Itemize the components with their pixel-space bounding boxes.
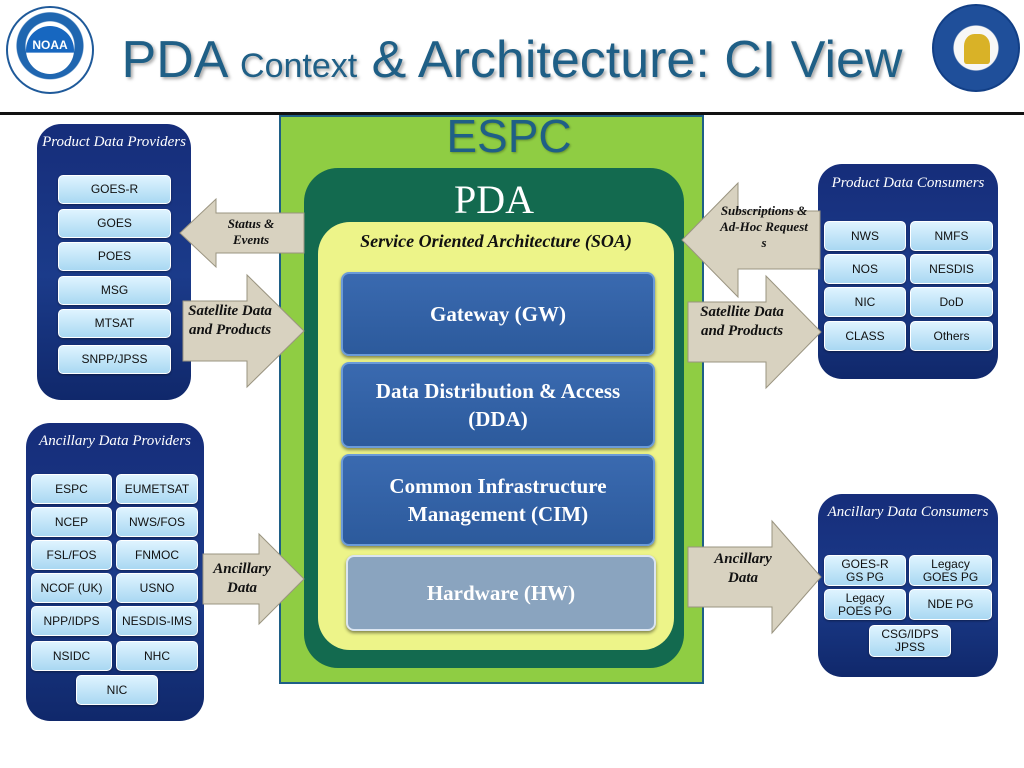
provider-item-poes: POES xyxy=(58,242,171,271)
pda-label: PDA xyxy=(453,177,535,222)
anc-provider-npp-idps: NPP/IDPS xyxy=(31,606,112,636)
consumer-item-dod: DoD xyxy=(910,287,993,317)
ancillary-consumers-title: Ancillary Data Consumers xyxy=(827,504,989,520)
consumer-item-nesdis: NESDIS xyxy=(910,254,993,284)
ancillary-out-arrow xyxy=(687,519,822,635)
provider-item-snpp-jpss: SNPP/JPSS xyxy=(58,345,171,374)
noaa-logo: NOAA xyxy=(6,6,94,94)
ancillary-out-label: Ancillary Data xyxy=(714,551,772,586)
title-part-pda: PDA xyxy=(121,31,241,89)
status-events-arrow xyxy=(179,197,305,269)
anc-provider-nic: NIC xyxy=(76,675,158,705)
title-part-context: Context xyxy=(240,47,358,85)
anc-consumer-legacy-poes-pg: Legacy POES PG xyxy=(824,589,906,620)
ancillary-providers-panel xyxy=(26,423,204,721)
satellite-in-label: Satellite Data and Products xyxy=(188,303,272,338)
anc-provider-usno: USNO xyxy=(116,573,198,603)
satellite-out-label: Satellite Data and Products xyxy=(700,304,784,339)
noaa-logo-text: NOAA xyxy=(32,38,68,52)
anc-provider-fnmoc: FNMOC xyxy=(116,540,198,570)
satellite-out-arrow xyxy=(687,274,822,390)
title-divider xyxy=(0,112,1024,115)
provider-item-goes: GOES xyxy=(58,209,171,238)
anc-provider-nesdis-ims: NESDIS-IMS xyxy=(116,606,198,636)
anc-consumer-nde-pg: NDE PG xyxy=(909,589,992,620)
anc-consumer-legacy-goes-pg: Legacy GOES PG xyxy=(909,555,992,586)
anc-consumer-goes-r-gs-pg: GOES-R GS PG xyxy=(824,555,906,586)
consumer-item-others: Others xyxy=(910,321,993,351)
ancillary-providers-title: Ancillary Data Providers xyxy=(39,433,191,449)
espc-label: ESPC xyxy=(446,110,572,162)
subscriptions-arrow xyxy=(681,181,821,299)
layer-hardware: Hardware (HW) xyxy=(346,555,656,631)
slide-title: PDA Context & Architecture: CI View xyxy=(0,30,1024,96)
product-consumers-title: Product Data Consumers xyxy=(831,175,985,191)
status-events-label: Status & Events xyxy=(227,216,275,247)
noaa-bird-icon xyxy=(26,26,74,74)
provider-item-mtsat: MTSAT xyxy=(58,309,171,338)
anc-consumer-csg-idps-jpss: CSG/IDPS JPSS xyxy=(869,625,951,657)
commerce-seal-logo xyxy=(932,4,1020,92)
layer-gateway: Gateway (GW) xyxy=(341,272,655,356)
anc-provider-nsidc: NSIDC xyxy=(31,641,112,671)
anc-provider-fsl-fos: FSL/FOS xyxy=(31,540,112,570)
anc-provider-ncof-uk: NCOF (UK) xyxy=(31,573,112,603)
anc-provider-eumetsat: EUMETSAT xyxy=(116,474,198,504)
consumer-item-nmfs: NMFS xyxy=(910,221,993,251)
anc-provider-ncep: NCEP xyxy=(31,507,112,537)
title-part-architecture: & Architecture: CI View xyxy=(357,31,903,89)
anc-provider-nhc: NHC xyxy=(116,641,198,671)
subscriptions-label: Subscriptions & Ad-Hoc Requests xyxy=(720,203,808,250)
provider-item-msg: MSG xyxy=(58,276,171,305)
soa-label: Service Oriented Architecture (SOA) xyxy=(360,231,632,251)
layer-data-distribution: Data Distribution & Access (DDA) xyxy=(341,362,655,448)
anc-provider-nws-fos: NWS/FOS xyxy=(116,507,198,537)
consumer-item-class: CLASS xyxy=(824,321,906,351)
anc-provider-espc: ESPC xyxy=(31,474,112,504)
product-providers-title: Product Data Providers xyxy=(42,134,186,150)
layer-common-infrastructure: Common Infrastructure Management (CIM) xyxy=(341,454,655,546)
satellite-in-arrow xyxy=(182,273,305,389)
consumer-item-nos: NOS xyxy=(824,254,906,284)
consumer-item-nws: NWS xyxy=(824,221,906,251)
consumer-item-nic: NIC xyxy=(824,287,906,317)
provider-item-goes-r: GOES-R xyxy=(58,175,171,204)
ancillary-in-arrow xyxy=(202,532,305,626)
ancillary-in-label: Ancillary Data xyxy=(213,561,271,596)
eagle-icon xyxy=(964,34,990,64)
